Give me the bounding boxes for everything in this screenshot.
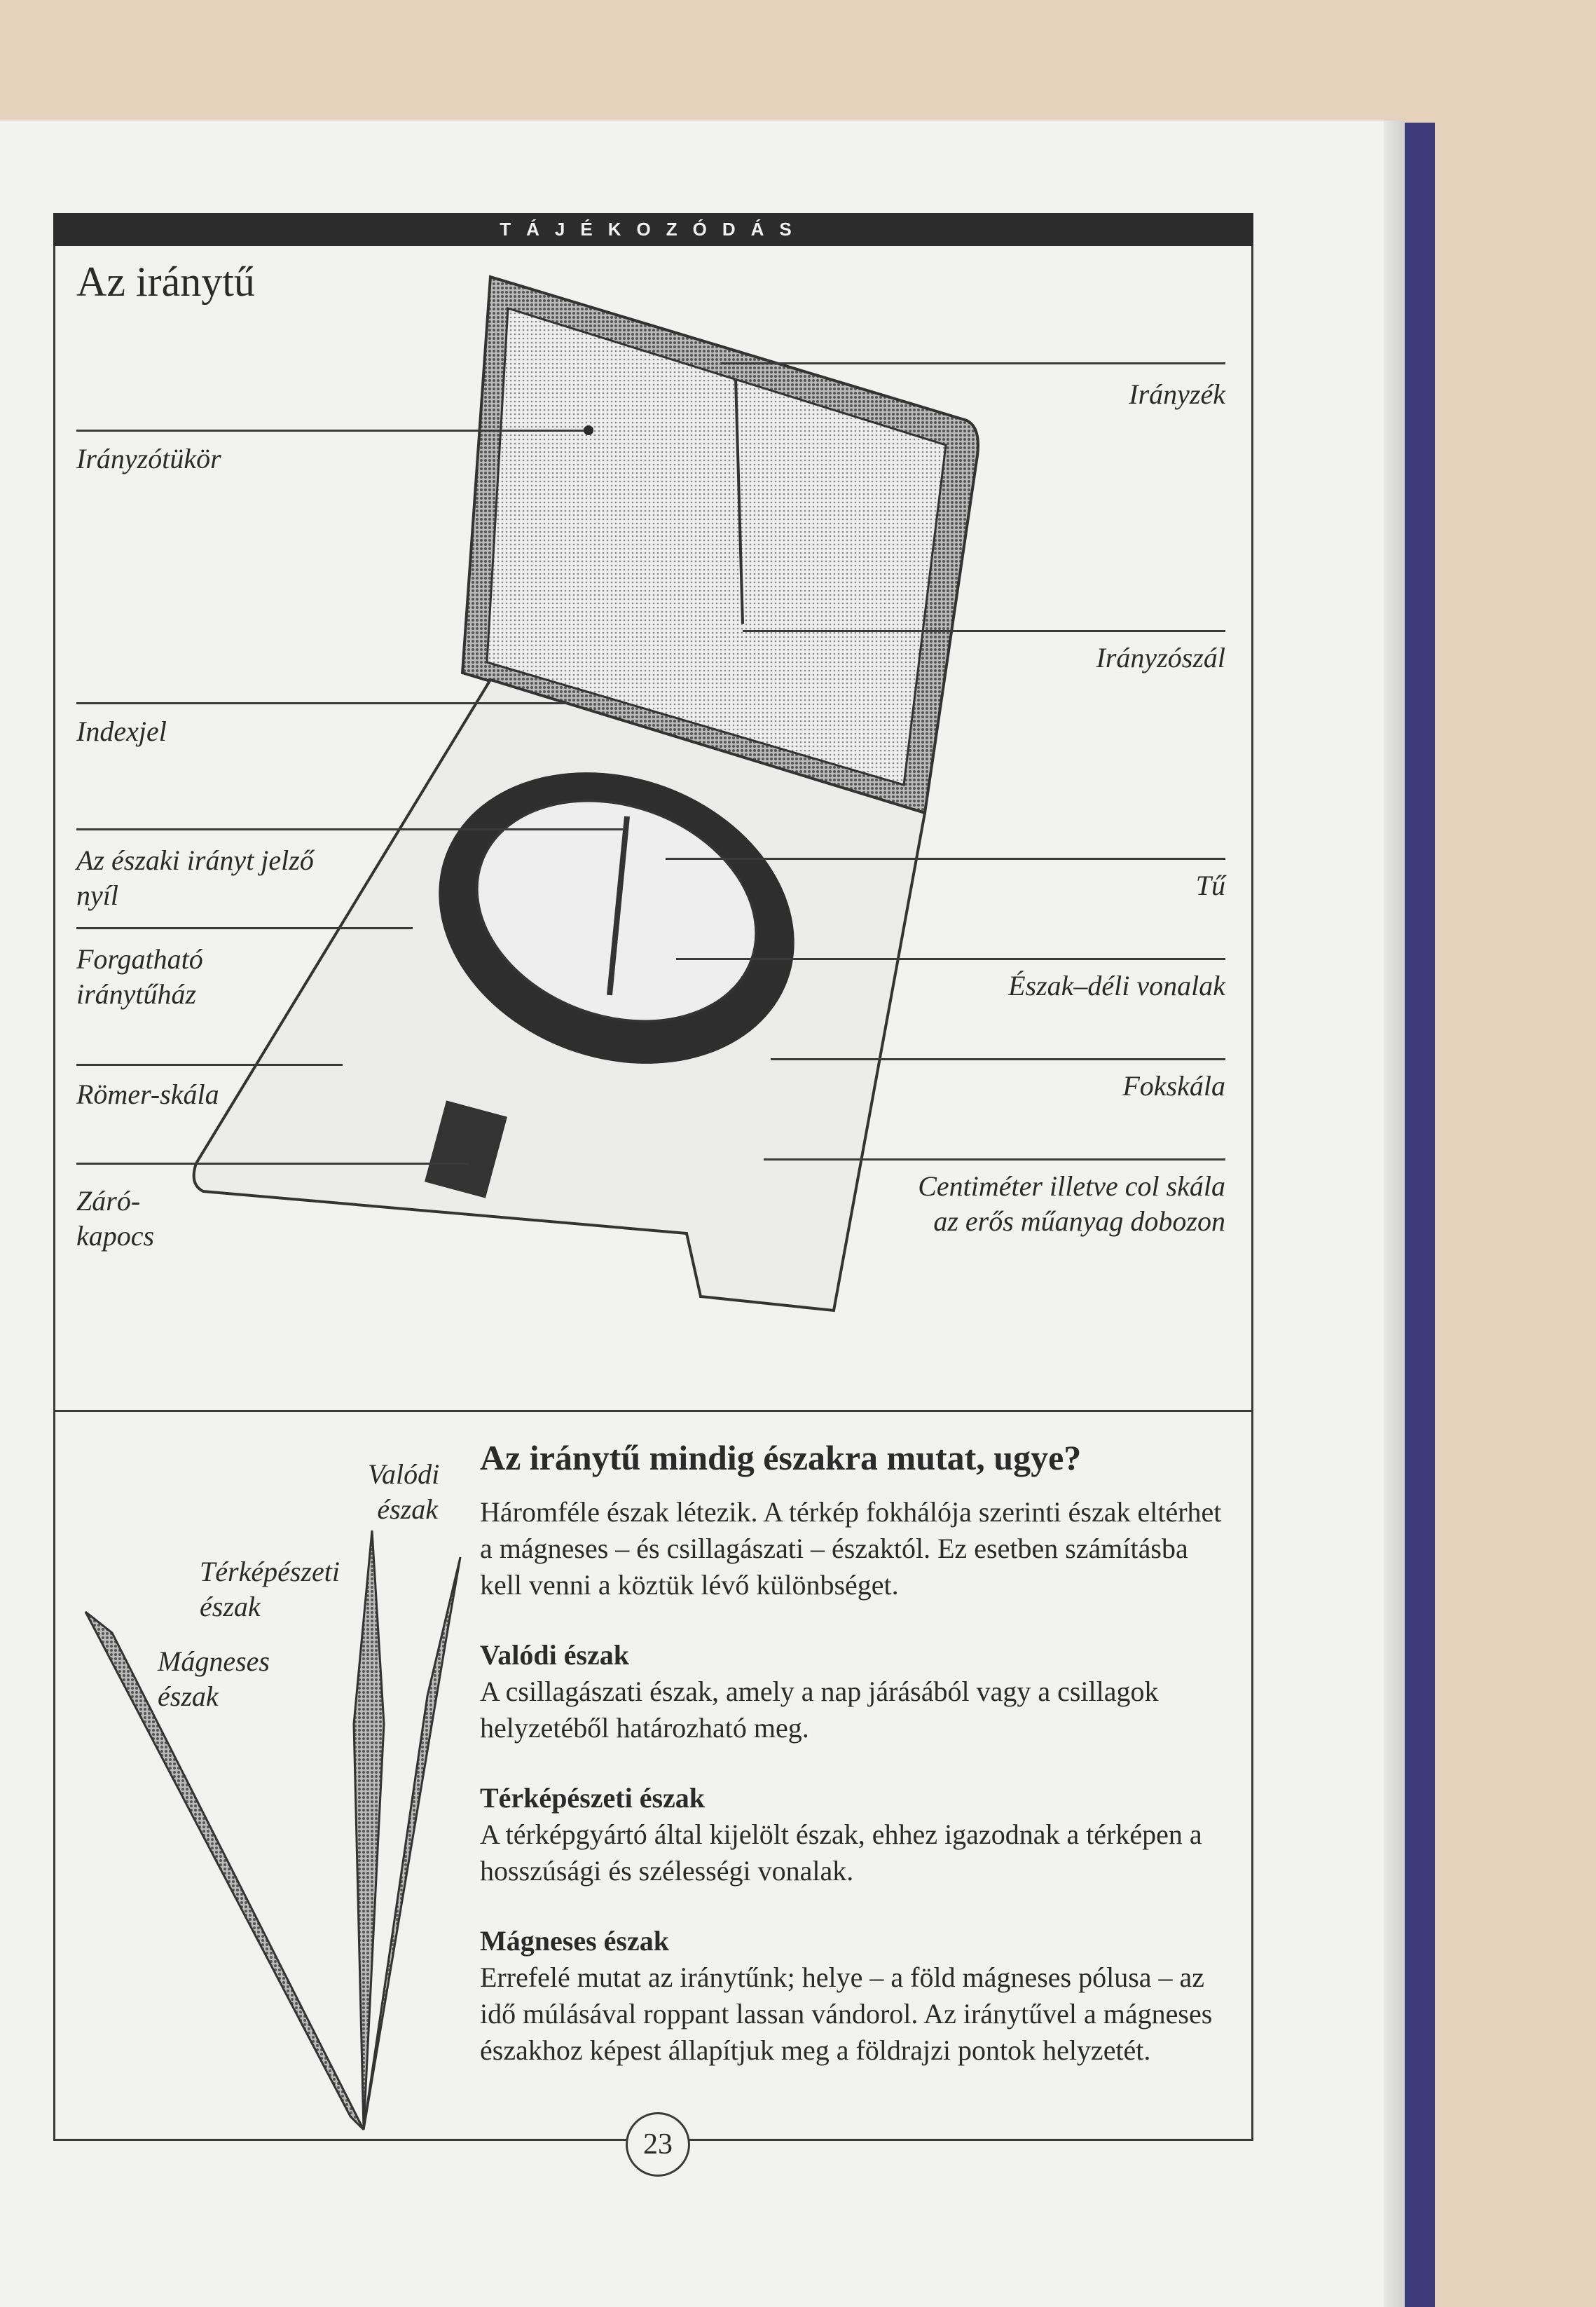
label-clasp: Záró-kapocs [76, 1184, 154, 1254]
label-line: nyíl [76, 879, 118, 911]
label-line: Térképészeti [200, 1556, 340, 1587]
label-line: Forgatható [76, 943, 203, 975]
leader-line [76, 1163, 469, 1165]
label-indexjel: Indexjel [76, 716, 167, 747]
diagram-title: Az iránytű [76, 259, 255, 305]
compass-lid [460, 275, 979, 815]
label-line: Valódi [368, 1458, 440, 1490]
article-intro: Háromféle észak létezik. A térkép fokhál… [480, 1496, 1222, 1601]
label-line: Mágneses [158, 1645, 270, 1677]
page-edge [1384, 121, 1405, 2307]
leader-line [76, 1064, 343, 1066]
section-body: A térképgyártó által kijelölt észak, ehh… [480, 1819, 1202, 1887]
page-number: 23 [626, 2112, 690, 2177]
label-line: észak [158, 1680, 219, 1712]
label-line: Az északi irányt jelző [76, 844, 314, 876]
section-title: Térképészeti észak [480, 1782, 706, 1814]
leader-line [76, 702, 567, 704]
needle-diagram [84, 1530, 462, 2131]
leader-line [771, 1058, 1225, 1060]
section-body: Errefelé mutat az iránytűnk; helye – a f… [480, 1962, 1213, 2066]
label-iranyzotukor: Irányzótükör [76, 443, 221, 474]
leader-line [676, 958, 1225, 960]
label-line: észak [377, 1493, 438, 1525]
leader-line [76, 430, 588, 432]
article-heading: Az iránytű mindig északra mutat, ugye? [480, 1438, 1082, 1477]
label-line: észak [200, 1591, 261, 1622]
section-title: Mágneses észak [480, 1925, 669, 1957]
label-line: kapocs [76, 1220, 155, 1252]
label-fokskala: Fokskála [1122, 1070, 1225, 1102]
label-line: Záró- [76, 1185, 141, 1217]
leader-line [76, 828, 623, 830]
section-header: TÁJÉKOZÓDÁS [53, 213, 1253, 246]
label-north-south-lines: Észak–déli vonalak [1008, 970, 1225, 1001]
label-line: iránytűház [76, 978, 197, 1010]
leader-line [721, 362, 1225, 364]
leader-dot [584, 425, 593, 435]
leader-line [666, 858, 1225, 860]
label-romer-scale: Römer-skála [76, 1079, 219, 1110]
section-body: A csillagászati észak, amely a nap járás… [480, 1676, 1159, 1744]
label-iranyzek: Irányzék [1129, 378, 1225, 410]
label-iranyzoszal: Irányzószál [1096, 642, 1225, 673]
article: Az iránytű mindig északra mutat, ugye? H… [480, 1437, 1237, 2069]
section-title: Valódi észak [480, 1639, 630, 1671]
label-line: Centiméter illetve col skála [918, 1170, 1225, 1202]
compass-baseplate [192, 678, 927, 1313]
label-grid-north: Térképészeti észak [200, 1554, 340, 1624]
label-line: az erős műanyag dobozon [933, 1205, 1225, 1237]
leader-line [743, 630, 1225, 632]
leader-line [764, 1158, 1225, 1161]
leader-line [76, 927, 413, 929]
label-tu: Tű [1195, 870, 1225, 901]
divider [53, 1410, 1253, 1412]
